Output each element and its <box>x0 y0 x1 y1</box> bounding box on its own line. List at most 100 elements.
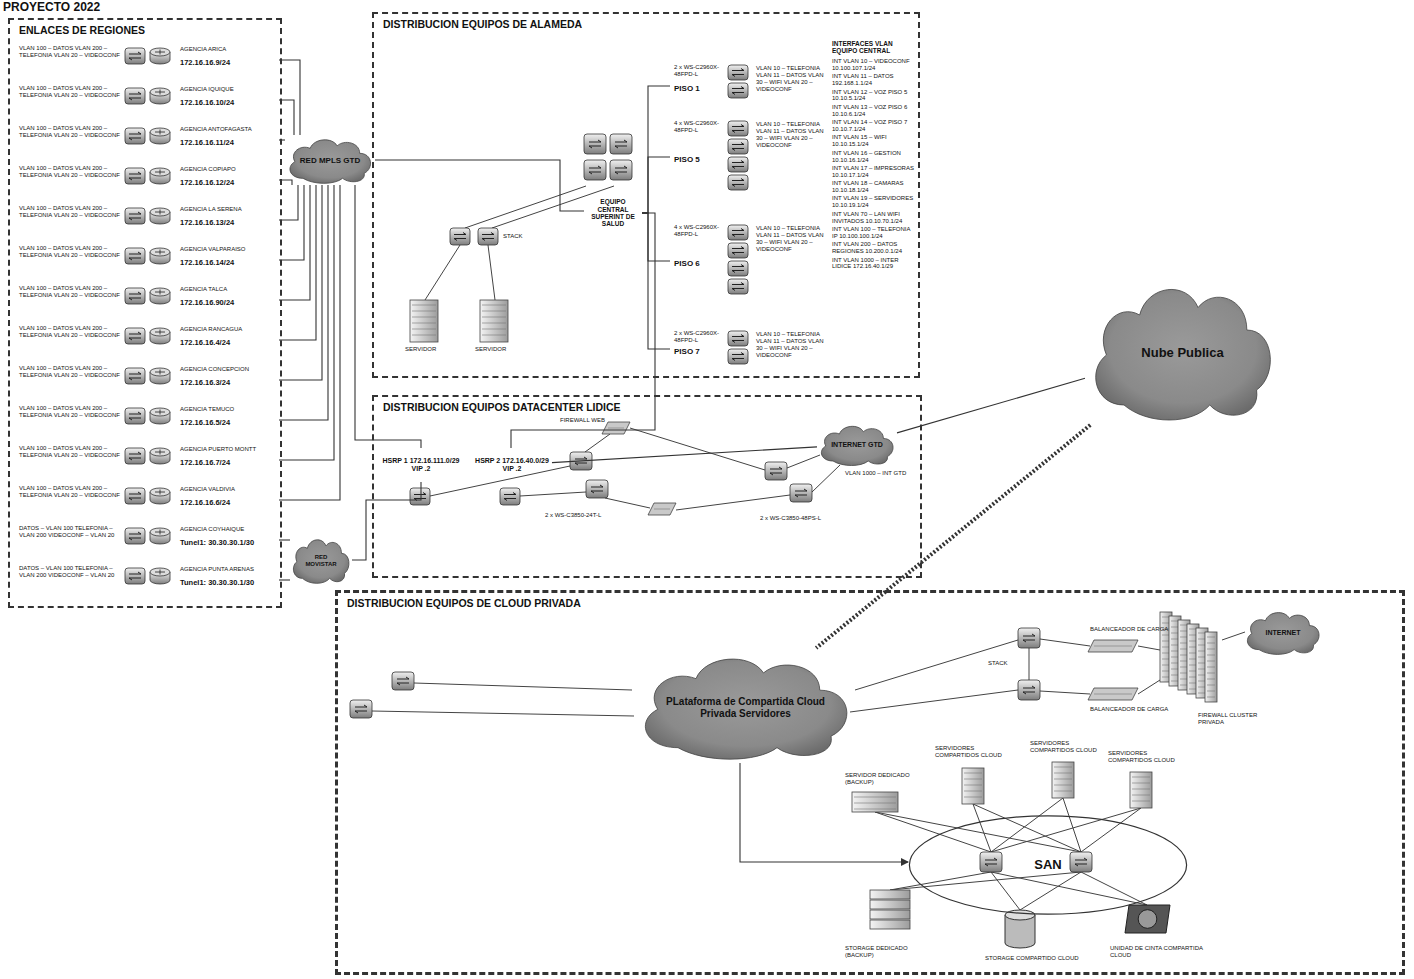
floor-stack: PISO 72 x WS-C2960X-48FPD-LVLAN 10 – TEL… <box>670 330 825 372</box>
node-text: AGENCIA IQUIQUE <box>180 86 234 93</box>
cable-line <box>414 683 632 690</box>
node-text: INT VLAN 70 – LAN WIFI INVITADOS 10.10.7… <box>832 211 916 225</box>
region-link: VLAN 100 – DATOS VLAN 200 – TELEFONIA VL… <box>17 362 279 398</box>
node-text: INT VLAN 15 – WIFI 10.10.15.1/24 <box>832 134 916 148</box>
server-icon <box>852 792 898 812</box>
network-cloud: RED MOVISTAR <box>290 535 352 585</box>
network-link <box>352 482 421 560</box>
switch-icon <box>125 448 145 464</box>
node-text: 4 x WS-C2960X-48FPD-L <box>674 224 728 238</box>
device-caption: BALANCEADOR DE CARGA <box>1090 706 1170 713</box>
network-link <box>279 185 328 420</box>
cable-line <box>1138 680 1160 694</box>
device-caption: SERVIDORES COMPARTIDOS CLOUD <box>1030 740 1100 754</box>
network-link <box>279 60 300 135</box>
node-text: PISO 5 <box>674 155 700 164</box>
node-text: SAN <box>1034 858 1061 873</box>
cable-line <box>875 812 991 852</box>
switch-icon <box>410 488 430 505</box>
switch-icon <box>728 139 748 154</box>
device-caption: SERVIDOR <box>405 346 445 353</box>
network-link <box>279 185 322 380</box>
network-link <box>279 185 316 340</box>
cable-line <box>991 872 1147 905</box>
switch-icon <box>728 349 748 364</box>
ip-address: Tunel1: 30.30.30.1/30 <box>180 539 254 548</box>
cable-line <box>630 428 765 470</box>
server-icon <box>1205 632 1217 702</box>
router-icon <box>150 528 170 544</box>
device-label: HSRP 1 172.16.111.0/29 VIP .2 <box>382 448 460 482</box>
network-cloud: Nube Publica <box>1085 275 1280 425</box>
region-panel: DISTRIBUCION EQUIPOS DATACENTER LIDICEHS… <box>372 395 922 578</box>
node-text: VLAN 100 – DATOS VLAN 200 – TELEFONIA VL… <box>19 45 123 59</box>
node-text: INT VLAN 13 – VOZ PISO 6 10.10.6.1/24 <box>832 104 916 118</box>
cable-line <box>372 711 634 716</box>
san-ring: SAN <box>908 815 1188 915</box>
cable-line <box>1222 632 1245 640</box>
node-text: VLAN 100 – DATOS VLAN 200 – TELEFONIA VL… <box>19 245 123 259</box>
ip-address: 172.16.16.9/24 <box>180 59 230 68</box>
cable-line <box>973 804 1081 852</box>
device-caption: STACK <box>988 660 1014 667</box>
ip-address: 172.16.16.14/24 <box>180 259 234 268</box>
network-link <box>642 213 670 349</box>
node-text: PISO 1 <box>674 84 700 93</box>
region-link: VLAN 100 – DATOS VLAN 200 – TELEFONIA VL… <box>17 162 279 198</box>
cable-line <box>850 690 1018 712</box>
node-text: VLAN 100 – DATOS VLAN 200 – TELEFONIA VL… <box>19 365 123 379</box>
floor-stack: PISO 64 x WS-C2960X-48FPD-LVLAN 10 – TEL… <box>670 224 825 302</box>
text-holder: EQUIPO CENTRAL SUPERINT DE SALUD <box>584 192 642 234</box>
node-text: PISO 6 <box>674 259 700 268</box>
cable-line <box>465 186 586 228</box>
text-holder: HSRP 2 172.16.40.0/29 VIP .2 <box>472 448 552 482</box>
storage-icon <box>870 890 910 929</box>
node-text: DATOS – VLAN 100 TELEFONIA – VLAN 200 VI… <box>19 525 123 539</box>
node-text: EQUIPO CENTRAL SUPERINT DE SALUD <box>584 198 642 228</box>
switch-icon <box>125 48 145 64</box>
ip-address: 172.16.16.7/24 <box>180 459 230 468</box>
network-link <box>897 378 1085 433</box>
node-text: AGENCIA PUNTA ARENAS <box>180 566 254 573</box>
switch-icon <box>350 700 372 718</box>
region-link: VLAN 100 – DATOS VLAN 200 – TELEFONIA VL… <box>17 482 279 518</box>
switch-icon <box>728 243 748 258</box>
floor-stack: PISO 54 x WS-C2960X-48FPD-LVLAN 10 – TEL… <box>670 120 825 198</box>
node-text: VLAN 100 – DATOS VLAN 200 – TELEFONIA VL… <box>19 205 123 219</box>
ip-address: 172.16.16.3/24 <box>180 379 230 388</box>
network-link <box>375 160 584 211</box>
switch-icon <box>125 328 145 344</box>
storage-icon <box>1005 910 1035 948</box>
ip-address: 172.16.16.10/24 <box>180 99 234 108</box>
switch-icon <box>478 228 498 245</box>
node-text: VLAN 10 – TELEFONIA VLAN 11 – DATOS VLAN… <box>756 65 824 93</box>
cable-line <box>991 808 1141 852</box>
device-caption: STORAGE DEDICADO (BACKUP) <box>845 945 925 959</box>
node-text: RED MOVISTAR <box>299 554 344 568</box>
node-text: AGENCIA TALCA <box>180 286 227 293</box>
switch-icon <box>125 528 145 544</box>
router-icon <box>150 488 170 504</box>
switch-icon <box>392 672 414 690</box>
cable-line <box>492 186 614 228</box>
switch-icon <box>125 88 145 104</box>
cable-line <box>520 492 586 496</box>
region-link: VLAN 100 – DATOS VLAN 200 – TELEFONIA VL… <box>17 402 279 438</box>
node-text: DATOS – VLAN 100 TELEFONIA – VLAN 200 VI… <box>19 565 123 579</box>
switch-icon <box>1070 852 1092 872</box>
server-icon <box>1052 762 1074 798</box>
switch-icon <box>500 488 520 505</box>
node-text: PLataforma de Compartida Cloud Privada S… <box>665 696 827 719</box>
page-title: PROYECTO 2022 <box>3 1 100 15</box>
ip-address: 172.16.16.11/24 <box>180 139 234 148</box>
router-icon <box>150 568 170 584</box>
server-icon <box>962 768 984 804</box>
node-text: AGENCIA CONCEPCION <box>180 366 249 373</box>
node-text: VLAN 100 – DATOS VLAN 200 – TELEFONIA VL… <box>19 445 123 459</box>
server-icon <box>410 300 438 342</box>
region-link: DATOS – VLAN 100 TELEFONIA – VLAN 200 VI… <box>17 562 279 598</box>
switch-icon <box>125 128 145 144</box>
device-caption: BALANCEADOR DE CARGA <box>1090 626 1170 633</box>
node-text: 2 x WS-C2960X-48FPD-L <box>674 64 728 78</box>
node-text: VLAN 100 – DATOS VLAN 200 – TELEFONIA VL… <box>19 325 123 339</box>
